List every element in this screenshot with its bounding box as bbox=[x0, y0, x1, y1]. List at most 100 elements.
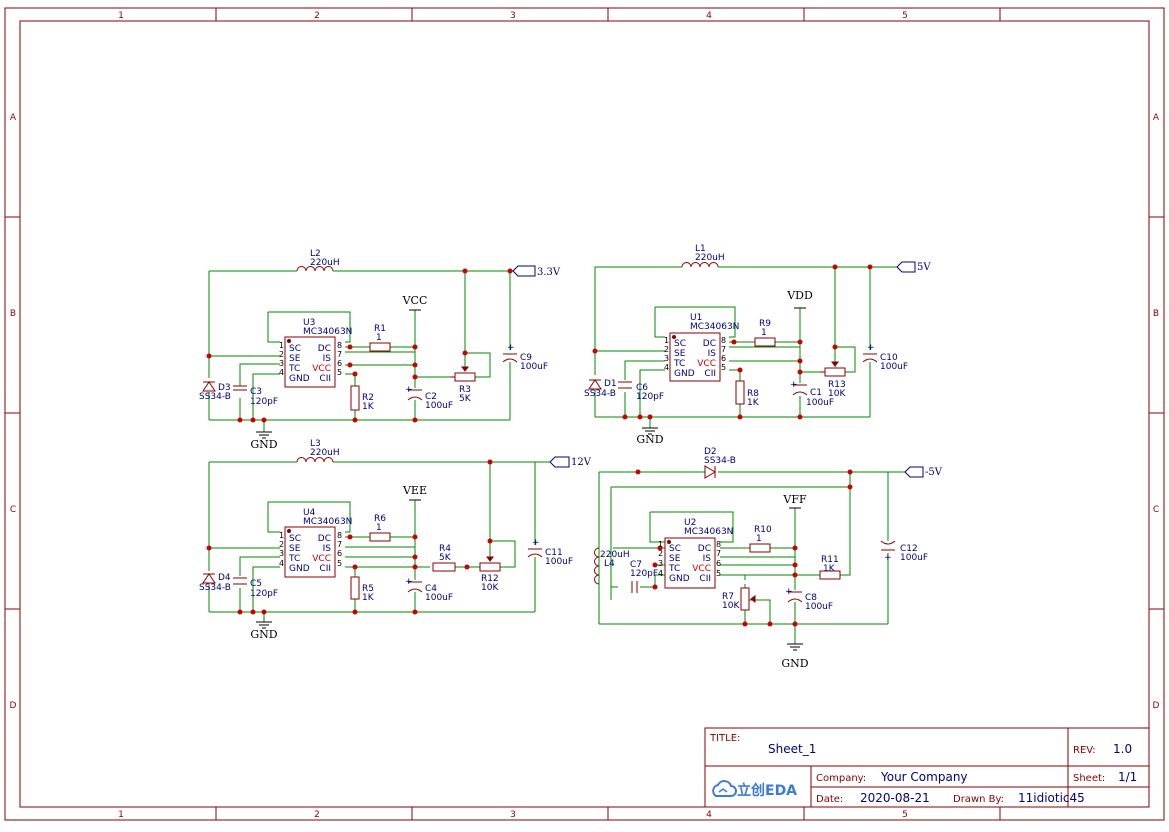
r5-value: 1K bbox=[362, 593, 375, 603]
c6-value: 120pF bbox=[636, 392, 664, 402]
sheet-border: 1 2 3 4 5 1 2 3 4 5 A B C D A B C D bbox=[4, 7, 1165, 821]
u2-ref: U2 bbox=[684, 518, 696, 528]
u1-pnum-1: 1 bbox=[664, 336, 669, 345]
u1-pnum-7: 7 bbox=[721, 345, 726, 354]
ic-u1 bbox=[669, 332, 721, 382]
l1-ref: L1 bbox=[695, 244, 706, 254]
u1-pin-sc: SC bbox=[674, 339, 686, 349]
u1-pnum-8: 8 bbox=[721, 336, 726, 345]
l1-value: 220uH bbox=[695, 253, 725, 263]
c9-plus: + bbox=[507, 343, 515, 353]
resistor-r6 bbox=[369, 532, 391, 542]
gnd-label-4: GND bbox=[781, 657, 808, 670]
u2-pin-sc: SC bbox=[669, 544, 681, 554]
ic-u3 bbox=[284, 336, 336, 388]
r3-ref: R3 bbox=[459, 385, 471, 395]
u2-pnum-5: 5 bbox=[716, 569, 721, 578]
u3-pin-sc: SC bbox=[289, 344, 301, 354]
u1-pin-cii: CII bbox=[704, 369, 716, 379]
net-vdd: VDD bbox=[786, 289, 813, 302]
c1-value: 100uF bbox=[806, 398, 834, 408]
u2-pnum-8: 8 bbox=[716, 540, 721, 549]
potentiometer-r7 bbox=[740, 587, 750, 611]
c10-ref: C10 bbox=[880, 353, 898, 363]
r12-ref: R12 bbox=[481, 574, 499, 584]
u3-value: MC34063N bbox=[303, 327, 352, 337]
resistor-r5 bbox=[350, 576, 360, 600]
c6-ref: C6 bbox=[636, 383, 648, 393]
d4-value: SS34-B bbox=[199, 583, 231, 593]
u3-pnum-3: 3 bbox=[279, 359, 284, 368]
c7-value: 120pF bbox=[630, 569, 658, 579]
u4-pnum-4: 4 bbox=[279, 559, 284, 568]
u1-pin-is: IS bbox=[708, 349, 717, 359]
u4-ref: U4 bbox=[303, 508, 316, 518]
c1-plus: + bbox=[790, 380, 798, 390]
border-row-a: A bbox=[10, 113, 17, 123]
inductor-l3 bbox=[296, 457, 334, 463]
d4-ref: D4 bbox=[218, 573, 231, 583]
u4-pnum-6: 6 bbox=[337, 549, 342, 558]
u1-pnum-2: 2 bbox=[664, 345, 669, 354]
c2-plus: + bbox=[405, 385, 413, 395]
c11-value: 100uF bbox=[545, 557, 573, 567]
c11-ref: C11 bbox=[545, 548, 563, 558]
u1-pin-vcc: VCC bbox=[697, 359, 716, 369]
circuit-minus-5v: 220uH L4 D2 SS34-B U2 MC34063N SC SE TC … bbox=[594, 447, 943, 670]
u1-pnum-3: 3 bbox=[664, 354, 669, 363]
u1-pin-dc: DC bbox=[703, 339, 716, 349]
resistor-r4 bbox=[432, 562, 456, 572]
u1-pin-gnd: GND bbox=[674, 369, 695, 379]
u4-value: MC34063N bbox=[303, 517, 352, 527]
ic-u4 bbox=[284, 526, 336, 578]
u3-pin-se: SE bbox=[289, 354, 301, 364]
u2-pin-is: IS bbox=[703, 554, 712, 564]
net-3v3: 3.3V bbox=[537, 267, 561, 278]
u2-pin-cii: CII bbox=[699, 574, 711, 584]
title-block: TITLE: Sheet_1 REV: 1.0 Company: Your Co… bbox=[704, 727, 1150, 808]
circuit-5v: L1 220uH U1 MC34063N SC SE TC GND DC IS … bbox=[584, 244, 931, 446]
ic-u2 bbox=[664, 537, 716, 589]
date-value: 2020-08-21 bbox=[860, 791, 930, 805]
net-vee: VEE bbox=[402, 484, 427, 497]
c10-value: 100uF bbox=[880, 362, 908, 372]
potentiometer-r13 bbox=[824, 367, 846, 377]
u4-pnum-8: 8 bbox=[337, 531, 342, 540]
u4-pnum-3: 3 bbox=[279, 549, 284, 558]
r2-ref: R2 bbox=[362, 393, 374, 403]
border-col-4-bottom: 4 bbox=[706, 810, 712, 820]
c2-value: 100uF bbox=[425, 401, 453, 411]
u2-pnum-6: 6 bbox=[716, 559, 721, 568]
c5-value: 120pF bbox=[250, 589, 278, 599]
border-row-c-right: C bbox=[1153, 505, 1159, 515]
l3-ref: L3 bbox=[310, 439, 321, 449]
border-col-3: 3 bbox=[510, 11, 516, 21]
r11-ref: R11 bbox=[821, 555, 839, 565]
r9-value: 1 bbox=[761, 328, 767, 338]
resistor-r2 bbox=[350, 385, 360, 411]
u4-pnum-7: 7 bbox=[337, 540, 342, 549]
u2-value: MC34063N bbox=[684, 527, 733, 537]
lceda-logo: 立创EDA bbox=[712, 780, 797, 799]
u1-pnum-4: 4 bbox=[664, 363, 669, 372]
u2-pnum-2: 2 bbox=[658, 549, 663, 558]
u1-value: MC34063N bbox=[690, 322, 739, 332]
u1-pin-se: SE bbox=[674, 349, 686, 359]
u2-pin-vcc: VCC bbox=[692, 564, 711, 574]
u4-pin-gnd: GND bbox=[289, 564, 310, 574]
u3-pnum-5: 5 bbox=[337, 368, 342, 377]
border-col-4: 4 bbox=[706, 11, 712, 21]
u2-pnum-3: 3 bbox=[658, 559, 663, 568]
c4-plus: + bbox=[405, 577, 413, 587]
resistor-r1 bbox=[369, 342, 391, 352]
u4-pin-dc: DC bbox=[318, 534, 331, 544]
border-row-d: D bbox=[10, 701, 17, 711]
r1-value: 1 bbox=[376, 333, 382, 343]
c10-plus: + bbox=[867, 343, 875, 353]
u1-pnum-5: 5 bbox=[721, 363, 726, 372]
circuit-3v3: L2 220uH U3 MC34063N SC SE TC GND DC IS … bbox=[199, 249, 561, 451]
net-flag-5v bbox=[896, 261, 916, 273]
u2-pnum-7: 7 bbox=[716, 549, 721, 558]
gnd-label-3: GND bbox=[250, 628, 277, 641]
u1-ref: U1 bbox=[690, 313, 702, 323]
